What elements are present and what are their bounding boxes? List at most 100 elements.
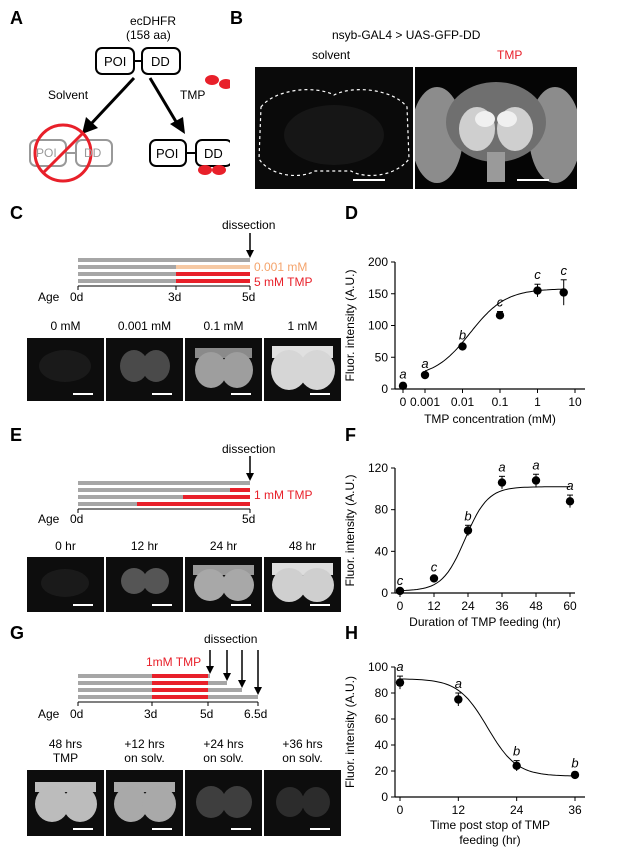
panel-label-f: F — [345, 425, 356, 445]
image-label: 12 hr — [130, 539, 159, 553]
y-tick-label: 40 — [375, 544, 389, 558]
panel-label-e: E — [10, 425, 23, 445]
poi-stable: POI — [156, 146, 179, 161]
brain-image — [185, 770, 262, 836]
panel-label-a: A — [10, 8, 23, 28]
image-label: 0 mM — [50, 319, 81, 333]
x-tick-label: 0 — [397, 599, 404, 613]
image-label: on solv. — [203, 751, 244, 765]
significance-letter: c — [534, 267, 541, 282]
brain-image — [27, 338, 104, 401]
tmp-label-a: TMP — [180, 88, 206, 102]
scale-bar — [231, 604, 251, 606]
dissection-label: dissection — [204, 632, 258, 646]
solvent-image-label: solvent — [312, 48, 351, 62]
scale-bar — [517, 179, 549, 181]
tmp-image-label: TMP — [497, 48, 523, 62]
panel-c-timeline — [77, 233, 254, 290]
legend-g: 1mM TMP — [146, 655, 202, 669]
image-label: +24 hrs — [203, 737, 244, 751]
tick-0d: 0d — [70, 512, 84, 526]
significance-letter: a — [396, 659, 403, 674]
fit-curve — [399, 678, 576, 777]
x-tick-label: 60 — [563, 599, 577, 613]
dissection-label: dissection — [222, 218, 276, 232]
data-point — [395, 678, 405, 687]
tick-5d: 5d — [242, 512, 256, 526]
scale-bar — [73, 393, 93, 395]
scale-bar — [231, 828, 251, 830]
construct-name: ecDHFR — [130, 14, 177, 28]
brain-image — [106, 770, 183, 836]
y-tick-label: 0 — [381, 790, 388, 804]
x-tick-label: 0.001 — [410, 395, 440, 409]
panel-label-c: C — [10, 203, 23, 223]
y-tick-label: 120 — [368, 461, 388, 475]
scale-bar — [152, 393, 172, 395]
legend-high: 5 mM TMP — [254, 275, 313, 289]
brain-image — [106, 557, 183, 612]
brain-image-solvent — [255, 67, 413, 189]
scale-bar — [152, 828, 172, 830]
panel-b-title: nsyb-GAL4 > UAS-GFP-DD — [332, 28, 481, 42]
data-point — [497, 478, 507, 487]
panel-a-diagram — [29, 47, 230, 183]
significance-letter: c — [560, 263, 567, 278]
data-point — [559, 288, 568, 297]
y-tick-label: 60 — [375, 712, 389, 726]
poi-degraded: POI — [36, 146, 57, 160]
age-label: Age — [38, 707, 60, 721]
image-label: 0.1 mM — [203, 319, 244, 333]
scale-bar — [310, 393, 330, 395]
significance-letter: a — [399, 366, 406, 381]
image-label: 1 mM — [287, 319, 318, 333]
y-tick-label: 0 — [381, 382, 388, 396]
significance-letter: b — [513, 744, 520, 759]
data-point — [398, 381, 408, 391]
data-point — [565, 497, 575, 506]
image-label: +12 hrs — [124, 737, 165, 751]
x-tick-label: 36 — [495, 599, 509, 613]
significance-letter: c — [431, 559, 438, 574]
brain-image — [264, 770, 341, 836]
y-tick-label: 0 — [381, 586, 388, 600]
significance-letter: a — [421, 356, 428, 371]
y-tick-label: 150 — [368, 287, 388, 301]
tick-5d: 5d — [200, 707, 214, 721]
tick-0d: 0d — [70, 707, 84, 721]
y-tick-label: 40 — [375, 738, 389, 752]
significance-letter: a — [498, 460, 505, 474]
data-point — [458, 342, 467, 351]
y-tick-label: 80 — [375, 503, 389, 517]
significance-letter: a — [455, 676, 462, 691]
data-point — [395, 586, 405, 596]
scale-bar — [231, 393, 251, 395]
image-label: 0 hr — [55, 539, 76, 553]
scale-bar — [353, 179, 385, 181]
significance-letter: c — [397, 573, 404, 588]
tick-0d: 0d — [70, 290, 84, 304]
panel-e-timeline — [77, 456, 254, 513]
significance-letter: b — [459, 328, 466, 343]
x-tick-label: 48 — [529, 599, 543, 613]
dissection-label: dissection — [222, 442, 276, 456]
panel-g-timeline — [77, 650, 262, 706]
x-tick-label: 12 — [452, 803, 466, 817]
brain-image — [106, 338, 183, 401]
x-axis-label: TMP concentration (mM) — [424, 412, 556, 426]
scale-bar — [73, 828, 93, 830]
brain-image — [264, 557, 341, 612]
image-label: 24 hr — [209, 539, 238, 553]
brain-image — [27, 770, 104, 836]
legend-e: 1 mM TMP — [254, 488, 313, 502]
y-axis-label: Fluor. intensity (A.U.) — [343, 676, 357, 788]
image-label: on solv. — [124, 751, 165, 765]
data-point — [429, 574, 439, 583]
x-tick-label: 0 — [397, 803, 404, 817]
data-point — [454, 695, 463, 704]
brain-image — [27, 557, 104, 612]
